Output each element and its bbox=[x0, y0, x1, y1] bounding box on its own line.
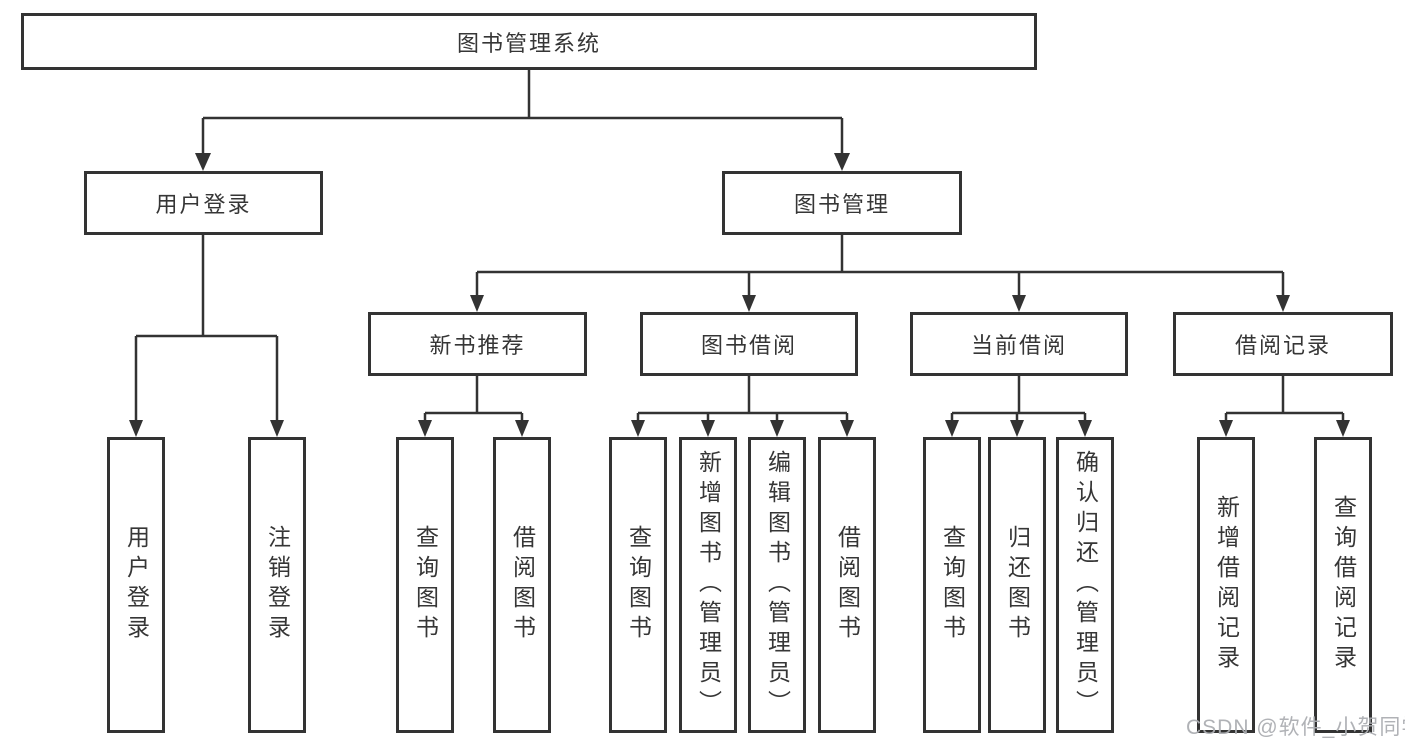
leaf-label: 借阅图书 bbox=[834, 525, 861, 645]
leaf-label: 查询借阅记录 bbox=[1330, 495, 1357, 675]
leaf-label: 注销登录 bbox=[264, 525, 291, 645]
leaf-query-books-recommend: 查询图书 bbox=[396, 437, 454, 733]
leaf-label: 新增借阅记录 bbox=[1213, 495, 1240, 675]
leaf-query-books-borrow: 查询图书 bbox=[609, 437, 667, 733]
leaf-label: 编辑图书（管理员） bbox=[764, 450, 791, 720]
leaf-query-books-current: 查询图书 bbox=[923, 437, 981, 733]
node-current-borrowing: 当前借阅 bbox=[910, 312, 1128, 376]
leaf-query-borrow-record: 查询借阅记录 bbox=[1314, 437, 1372, 733]
node-label: 图书借阅 bbox=[700, 333, 797, 358]
node-book-management: 图书管理 bbox=[722, 171, 962, 235]
node-label: 当前借阅 bbox=[970, 333, 1067, 358]
leaf-borrow-books-recommend: 借阅图书 bbox=[493, 437, 551, 733]
node-label: 图书管理 bbox=[793, 192, 890, 217]
leaf-logout: 注销登录 bbox=[248, 437, 306, 733]
arrowhead-icons bbox=[129, 153, 1350, 437]
leaf-label: 借阅图书 bbox=[509, 525, 536, 645]
leaf-confirm-return-admin: 确认归还（管理员） bbox=[1056, 437, 1114, 733]
node-label: 图书管理系统 bbox=[456, 30, 601, 56]
leaf-label: 归还图书 bbox=[1004, 525, 1031, 645]
leaf-label: 用户登录 bbox=[123, 525, 150, 645]
leaf-label: 查询图书 bbox=[412, 525, 439, 645]
node-borrowing-records: 借阅记录 bbox=[1173, 312, 1393, 376]
leaf-label: 查询图书 bbox=[939, 525, 966, 645]
leaf-add-book-admin: 新增图书（管理员） bbox=[679, 437, 737, 733]
leaf-return-book: 归还图书 bbox=[988, 437, 1046, 733]
leaf-label: 查询图书 bbox=[625, 525, 652, 645]
csdn-watermark: CSDN @软件_小贺同学 bbox=[1186, 716, 1405, 739]
node-book-borrowing: 图书借阅 bbox=[640, 312, 858, 376]
node-label: 借阅记录 bbox=[1234, 333, 1331, 358]
node-label: 用户登录 bbox=[155, 192, 252, 217]
leaf-borrow-books: 借阅图书 bbox=[818, 437, 876, 733]
node-label: 新书推荐 bbox=[429, 333, 526, 358]
leaf-user-login: 用户登录 bbox=[107, 437, 165, 733]
leaf-label: 新增图书（管理员） bbox=[695, 450, 722, 720]
node-user-login: 用户登录 bbox=[84, 171, 323, 235]
node-new-book-recommendation: 新书推荐 bbox=[368, 312, 587, 376]
leaf-add-borrow-record: 新增借阅记录 bbox=[1197, 437, 1255, 733]
leaf-label: 确认归还（管理员） bbox=[1072, 450, 1099, 720]
leaf-edit-book-admin: 编辑图书（管理员） bbox=[748, 437, 806, 733]
node-library-management-system: 图书管理系统 bbox=[21, 13, 1037, 70]
